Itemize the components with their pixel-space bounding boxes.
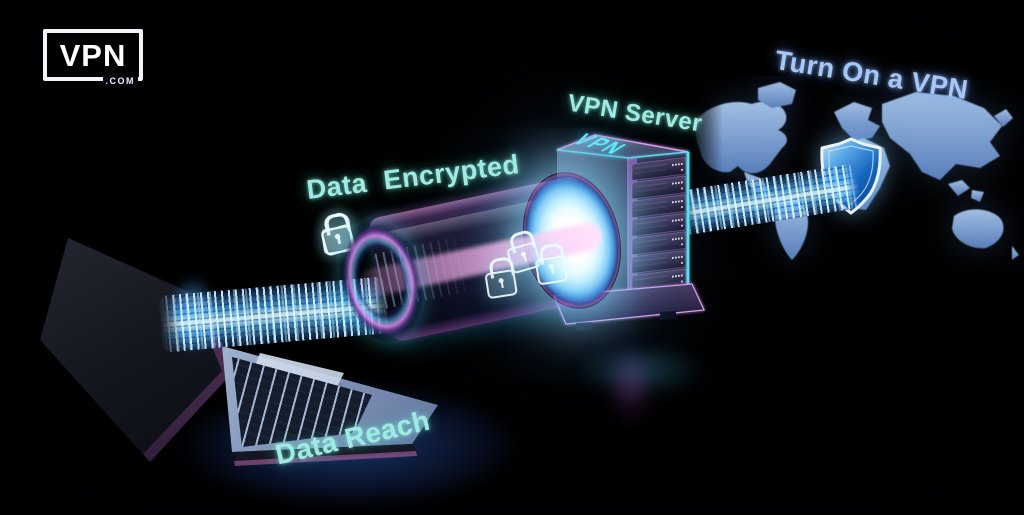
logo-tld: .COM	[102, 76, 138, 86]
server-rack-slot	[631, 250, 687, 274]
server-floor-shadow	[545, 322, 710, 356]
logo-text: VPN	[59, 37, 127, 73]
server-rack-slot	[631, 194, 687, 218]
server-rack-slot	[631, 157, 687, 181]
server-rack-slot	[631, 175, 687, 200]
server-rack-slot	[631, 212, 687, 237]
server-rack-slot	[631, 231, 687, 256]
padlock-icon	[533, 242, 569, 286]
vpn-com-logo: VPN .COM	[43, 29, 143, 86]
